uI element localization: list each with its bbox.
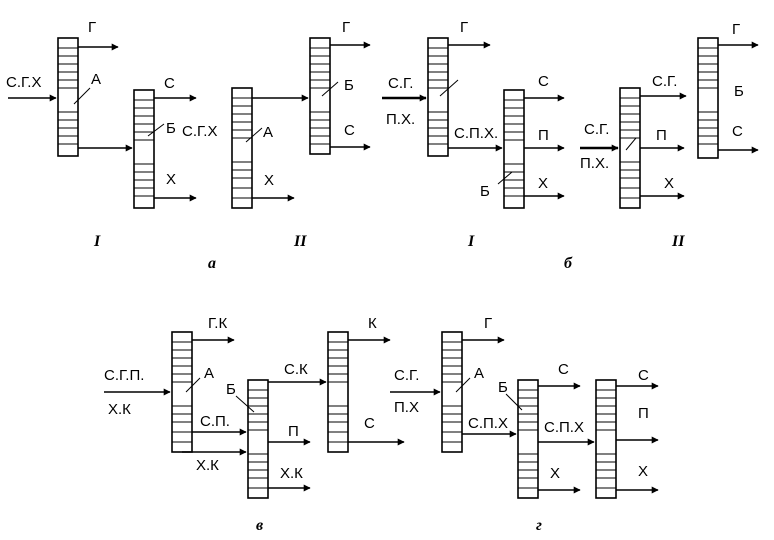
feed-label-line2: П.Х. — [386, 111, 415, 128]
panel-a-scheme-1: С.Г.Х Г А С Б Х I — [6, 19, 197, 250]
column-b — [133, 89, 155, 209]
column-b-name: Б — [498, 379, 508, 396]
bottom-transfer-label: Х.К — [196, 457, 219, 474]
panel-caption-v: в — [256, 517, 263, 534]
c-product-label: С — [538, 73, 549, 90]
scheme-label: I — [467, 233, 475, 250]
transfer-stream-label: С.П.Х. — [454, 125, 498, 142]
scheme-label: II — [671, 233, 685, 250]
column-a-name: А — [204, 365, 214, 382]
column-b — [309, 37, 331, 155]
column-b-leader — [235, 395, 255, 413]
p-product-label: П — [538, 127, 549, 144]
feed-label-line1: С.Г.П. — [104, 367, 144, 384]
panel-b-scheme-2: С.Г. П.Х. С.Г. П Х Г Б С II — [580, 21, 759, 250]
panel-caption-g: г — [536, 517, 542, 534]
k-product-label: К — [368, 315, 377, 332]
column-b-leader — [497, 171, 513, 185]
column-b-leader — [147, 123, 165, 137]
panel-caption-b: б — [564, 255, 573, 272]
feed-label: С.Г.Х — [6, 74, 41, 91]
column-a-leader — [625, 137, 637, 151]
column-a-leader — [185, 377, 201, 393]
scheme-label: I — [93, 233, 101, 250]
column-b — [247, 379, 269, 499]
side-transfer-label: С.П. — [200, 413, 230, 430]
panel-a-scheme-2: С.Г.Х А Х Г Б С II — [182, 19, 371, 250]
xk-product-label: Х.К — [280, 465, 303, 482]
column-b — [503, 89, 525, 209]
feed-label-line1: С.Г. — [584, 121, 609, 138]
x2-product-label: Х — [638, 463, 648, 480]
column-a-name: А — [263, 124, 273, 141]
x-product-label: Х — [664, 175, 674, 192]
ck-transfer-label: С.К — [284, 361, 308, 378]
c-product-label: С — [364, 415, 375, 432]
x-product-label: Х — [166, 171, 176, 188]
column-b-name: Б — [344, 77, 354, 94]
column-b-name: Б — [226, 381, 236, 398]
feed-label: С.Г.Х — [182, 123, 217, 140]
column-b-leader — [505, 393, 523, 411]
column-c — [595, 379, 617, 499]
x-product-label: Х — [550, 465, 560, 482]
feed-label-line1: С.Г. — [394, 367, 419, 384]
x-product-label: Х — [264, 172, 274, 189]
feed-label-line2: Х.К — [108, 401, 131, 418]
column-b-leader — [321, 81, 339, 97]
c-product-label: С — [558, 361, 569, 378]
column-a — [441, 331, 463, 453]
side-transfer-label: С.П.Х — [544, 419, 584, 436]
column-b-name: Б — [166, 120, 176, 137]
column-a — [619, 87, 641, 209]
panel-v: С.Г.П. Х.К Г.К А С.П. Х.К Б С.К П — [104, 315, 405, 534]
column-a — [171, 331, 193, 453]
top-stream-label: С.Г. — [652, 73, 677, 90]
column-a-leader — [73, 87, 91, 105]
column-a-leader — [245, 127, 263, 143]
column-a — [57, 37, 79, 157]
column-a-name: А — [474, 365, 484, 382]
p-product-label: П — [638, 405, 649, 422]
column-b — [697, 37, 719, 159]
x-product-label: Х — [538, 175, 548, 192]
g-product-label: Г — [484, 315, 492, 332]
top-product-label: Г — [88, 19, 96, 36]
transfer-stream-label: С.П.Х — [468, 415, 508, 432]
panel-b-scheme-1: С.Г. П.Х. Г С.П.Х. С П Б Х I — [382, 19, 565, 250]
column-a — [427, 37, 449, 157]
column-c — [327, 331, 349, 453]
c2-product-label: С — [638, 367, 649, 384]
column-a — [231, 87, 253, 209]
g-product-label: Г — [732, 21, 740, 38]
panel-g: С.Г. П.Х Г А С.П.Х Б С С.П.Х Х — [390, 315, 659, 534]
c-product-label: С — [344, 122, 355, 139]
column-b-name: Б — [480, 183, 490, 200]
column-a-leader — [439, 79, 459, 97]
panel-caption-a: а — [208, 255, 216, 272]
column-a-leader — [455, 377, 471, 393]
g-product-label: Г — [342, 19, 350, 36]
g-product-label: Г — [460, 19, 468, 36]
column-b-name: Б — [734, 83, 744, 100]
feed-label-line2: П.Х — [394, 399, 419, 416]
gk-product-label: Г.К — [208, 315, 227, 332]
column-b — [517, 379, 539, 499]
scheme-label: II — [293, 233, 307, 250]
feed-label-line1: С.Г. — [388, 75, 413, 92]
p-product-label: П — [656, 127, 667, 144]
c-product-label: С — [164, 75, 175, 92]
feed-label-line2: П.Х. — [580, 155, 609, 172]
p-product-label: П — [288, 423, 299, 440]
column-a-name: А — [91, 71, 101, 88]
c-product-label: С — [732, 123, 743, 140]
